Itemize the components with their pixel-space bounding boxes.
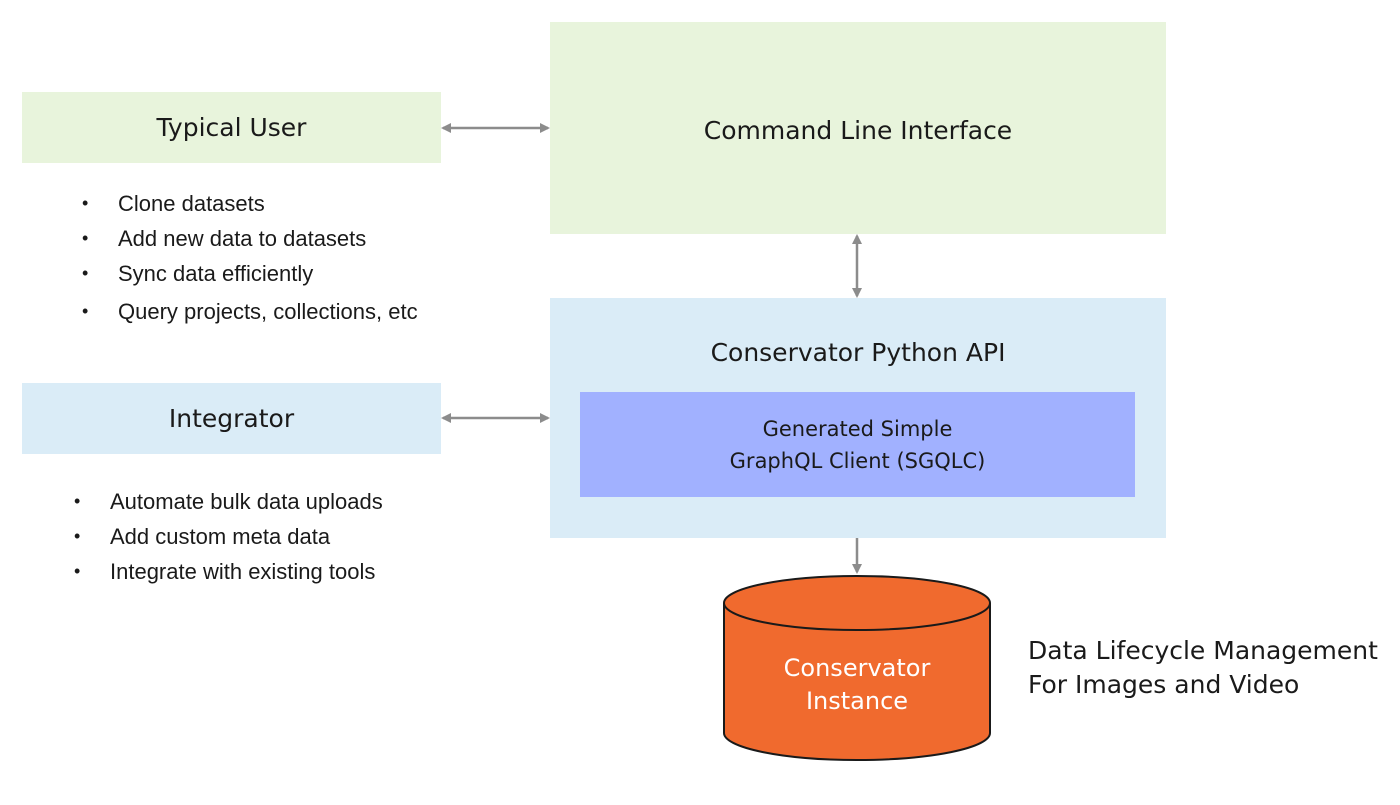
list-item: Add custom meta data [74, 519, 383, 554]
typical-user-capabilities: Clone datasets Add new data to datasets … [82, 186, 418, 329]
typical-user-title: Typical User [156, 113, 307, 142]
tagline-line-1: Data Lifecycle Management [1028, 636, 1378, 665]
sgqlc-line-2: GraphQL Client (SGQLC) [729, 448, 986, 473]
python-api-title: Conservator Python API [710, 338, 1006, 367]
typical-user-box: Typical User [22, 92, 441, 163]
integrator-title: Integrator [168, 404, 295, 433]
cli-box: Command Line Interface [550, 22, 1166, 234]
sgqlc-box: Generated Simple GraphQL Client (SGQLC) [580, 392, 1135, 497]
integrator-capabilities: Automate bulk data uploads Add custom me… [74, 484, 383, 589]
instance-line-1: Conservator [783, 654, 931, 682]
sgqlc-line-1: Generated Simple [762, 416, 953, 441]
list-item: Sync data efficiently [82, 256, 418, 291]
list-item: Clone datasets [82, 186, 418, 221]
cli-title: Command Line Interface [703, 116, 1013, 145]
tagline-line-2: For Images and Video [1028, 670, 1300, 699]
list-item: Add new data to datasets [82, 221, 418, 256]
list-item: Automate bulk data uploads [74, 484, 383, 519]
list-item: Integrate with existing tools [74, 554, 383, 589]
instance-line-2: Instance [805, 687, 909, 715]
list-item: Query projects, collections, etc [82, 294, 418, 329]
conservator-instance-label: Conservator Instance [724, 652, 990, 718]
integrator-box: Integrator [22, 383, 441, 454]
database-cylinder [723, 575, 991, 761]
tagline: Data Lifecycle Management For Images and… [1028, 634, 1378, 702]
